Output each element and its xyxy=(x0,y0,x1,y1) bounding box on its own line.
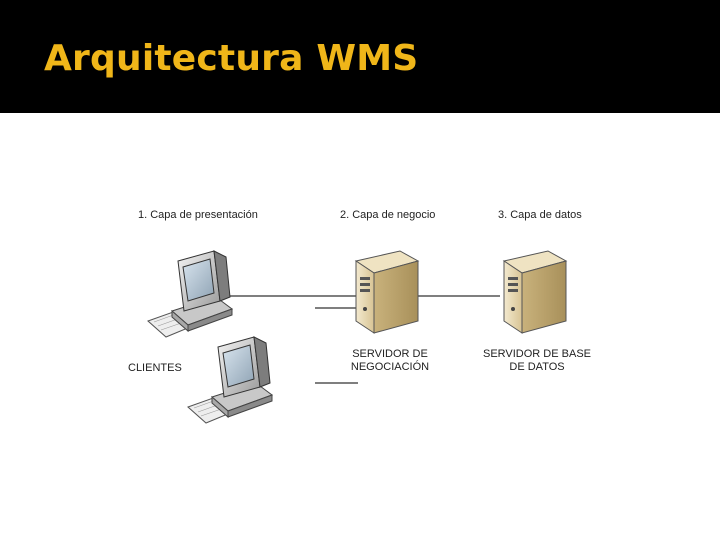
diagram: 1. Capa de presentación 2. Capa de negoc… xyxy=(0,113,720,540)
layer-label-business: 2. Capa de negocio xyxy=(340,209,436,221)
server-label-business-line1: SERVIDOR DE xyxy=(352,348,428,360)
slide-title: Arquitectura WMS xyxy=(44,38,419,79)
title-bar: Arquitectura WMS xyxy=(0,0,720,113)
layer-label-data: 3. Capa de datos xyxy=(498,209,582,221)
server-label-business-line2: NEGOCIACIÓN xyxy=(350,361,430,373)
layer-label-presentation: 1. Capa de presentación xyxy=(138,209,258,221)
diagram-canvas xyxy=(147,250,567,424)
server-icon xyxy=(503,250,567,334)
server-icon xyxy=(355,250,419,334)
server-label-database: SERVIDOR DE BASE DE DATOS xyxy=(474,348,600,374)
clients-label: CLIENTES xyxy=(128,362,182,374)
server-label-business: SERVIDOR DE NEGOCIACIÓN xyxy=(340,348,440,374)
desktop-computer-icon xyxy=(187,336,273,424)
desktop-computer-icon xyxy=(147,250,233,338)
server-label-database-line2: DE DATOS xyxy=(509,361,565,373)
server-label-database-line1: SERVIDOR DE BASE xyxy=(483,348,591,360)
